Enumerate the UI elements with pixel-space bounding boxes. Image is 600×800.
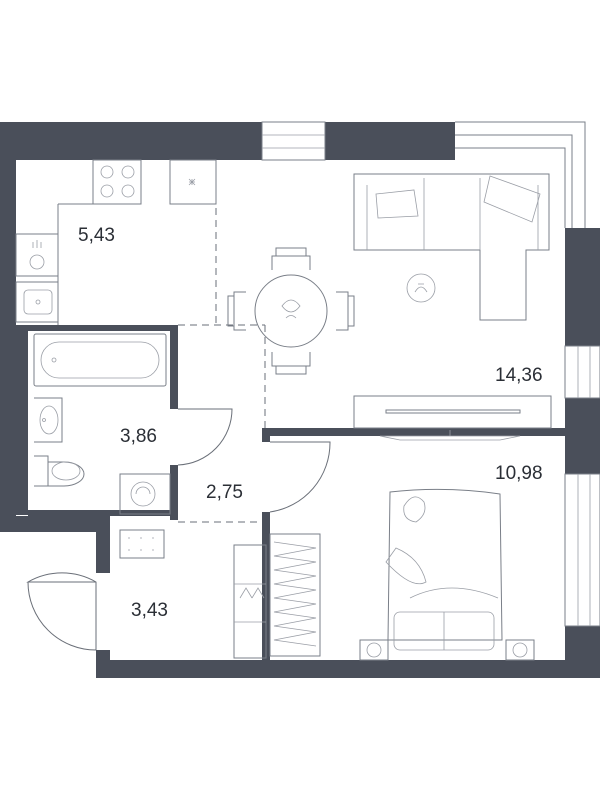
door-bathroom: [177, 408, 233, 466]
door-bedroom: [269, 441, 331, 513]
wall-bottom: [96, 660, 600, 678]
wall-bath-left: [16, 325, 28, 515]
wall-top-left: [0, 122, 262, 160]
room-area-kitchen: 5,43: [78, 225, 115, 246]
zone-dividers: [178, 160, 266, 523]
nightstand-left: [359, 639, 389, 661]
washbasin: [34, 397, 63, 443]
wall-bedroom-top: [262, 428, 565, 436]
hall-shelf: [233, 544, 267, 659]
window-right-lower: [564, 473, 600, 627]
room-labels: 5,43 14,36 3,86 2,75 10,98 3,43: [78, 225, 543, 621]
room-area-living: 14,36: [495, 365, 543, 386]
wall-right-upper: [565, 228, 600, 346]
wall-top-middle: [325, 122, 455, 160]
wall-left-lower: [0, 516, 110, 532]
sofa: [353, 173, 550, 321]
window-top-left: [261, 121, 326, 161]
shoe-cabinet: [119, 529, 165, 559]
tv-unit: [353, 395, 552, 441]
room-area-bathroom: 3,86: [120, 426, 157, 447]
window-top-right: [455, 121, 586, 228]
cooktop: [92, 159, 142, 205]
walls: [0, 122, 600, 678]
wall-entrance-bottom: [96, 650, 110, 678]
windows: [261, 121, 600, 627]
bathroom-fixtures: [33, 333, 171, 515]
door-entrance: [26, 572, 97, 650]
toilet: [34, 455, 85, 487]
wall-entrance-top: [96, 515, 110, 573]
room-area-entrance: 3,43: [131, 600, 168, 621]
bathtub: [33, 333, 167, 387]
bed: [359, 488, 535, 661]
wall-bath-bottom: [28, 510, 178, 516]
wall-right-middle: [565, 398, 600, 474]
washing-machine: [119, 473, 171, 515]
wall-bath-top: [28, 325, 178, 331]
nightstand-right: [505, 639, 535, 661]
room-area-hall: 2,75: [206, 482, 243, 503]
wall-bedroom-corner: [262, 428, 270, 442]
wall-bath-right-upper: [170, 331, 178, 409]
wardrobe: [269, 533, 321, 657]
fridge: [169, 159, 217, 205]
dining-table: [227, 247, 355, 375]
entrance-furniture: [119, 529, 267, 659]
wall-bath-right-lower: [170, 465, 178, 520]
wall-left: [0, 122, 16, 530]
room-area-bedroom: 10,98: [495, 463, 543, 484]
doors: [26, 408, 331, 651]
window-right-middle: [564, 345, 600, 399]
kitchen-furniture: [15, 159, 217, 325]
